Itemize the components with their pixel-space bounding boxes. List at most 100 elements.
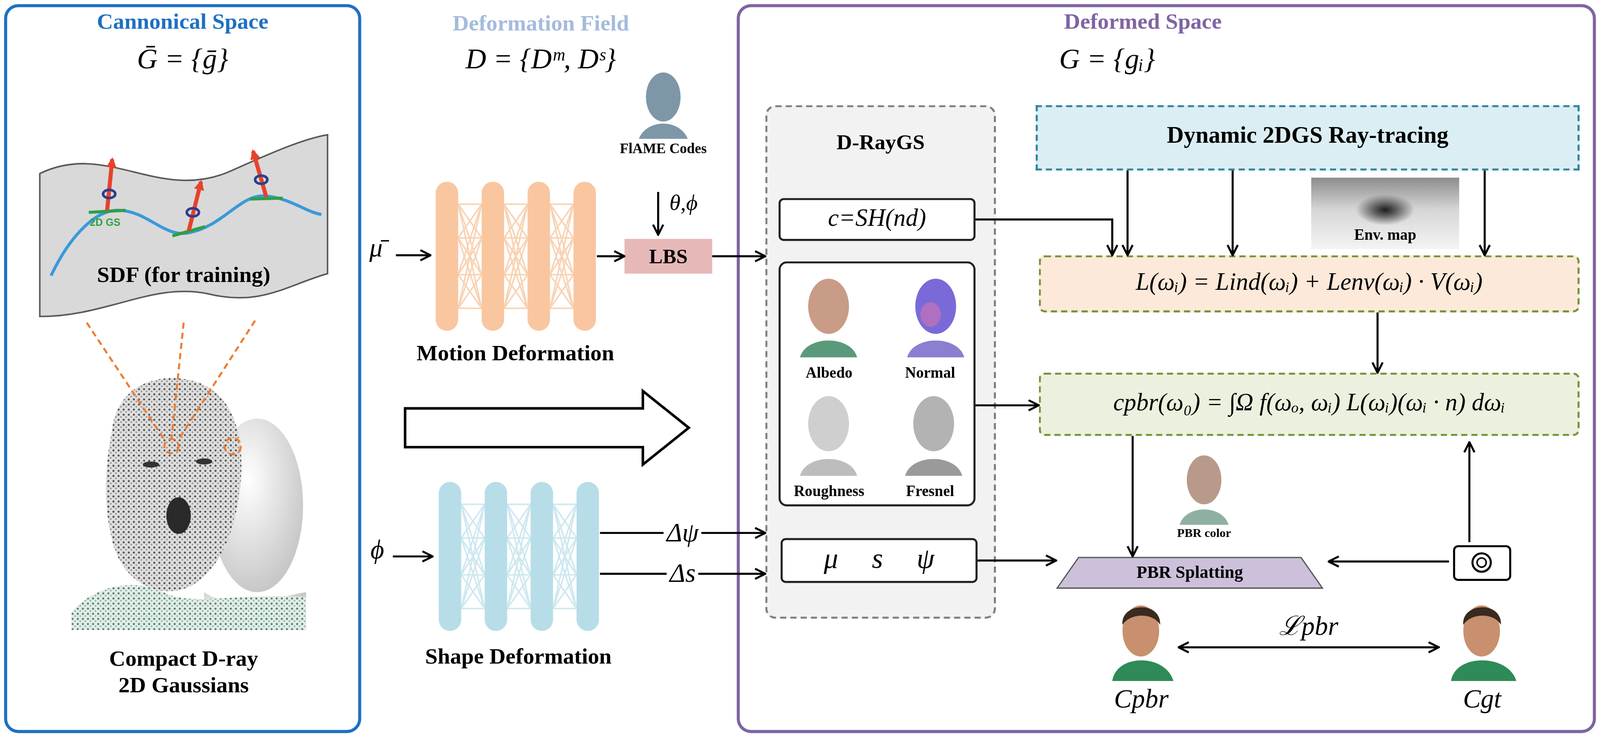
input-arrows-part (1468, 441, 1471, 542)
rendered-faces-part (1463, 606, 1501, 625)
mlp-block-part (436, 481, 600, 631)
sdf-sheet-part-part (188, 181, 201, 231)
mlp-block-part-part (576, 481, 600, 631)
mlp-block-part-part (461, 574, 485, 608)
input-arrows-part (1328, 560, 1450, 563)
mlp-block-part-part (457, 307, 482, 310)
lbs-box: LBS (624, 238, 713, 274)
rendered-faces-part (1122, 606, 1161, 625)
point-cloud-head-part (106, 377, 242, 592)
flow-arrow (597, 255, 625, 258)
mlp-block-part-part (573, 181, 597, 331)
material-thumbnails-part (808, 278, 849, 335)
mlp-block-part-part (527, 181, 551, 331)
mannequin-head-part (203, 591, 307, 630)
input-arrows (392, 191, 1470, 562)
node-text: cpbr(ω₀) = ∫Ω f(ωₒ, ωᵢ) L(ωᵢ)(ωᵢ · n) dω… (1038, 372, 1580, 432)
rendered-faces-part (1463, 604, 1500, 656)
annotation-label: ϕ (370, 534, 401, 565)
camera-icon-part (1472, 553, 1491, 572)
flame-head-part (645, 72, 681, 122)
flow-arrow (712, 255, 766, 258)
mannequin-head-part (211, 418, 304, 592)
node-text: c=SH(nd) (778, 197, 976, 237)
mlp-block-part-part (504, 203, 528, 275)
annotation-label: θ,ϕ (669, 189, 731, 217)
rendered-faces-part (1122, 604, 1160, 656)
node-text: Cgt (1430, 683, 1534, 715)
sdf-sheet-part-part (186, 208, 199, 217)
sdf-sheet-part-part (106, 159, 113, 211)
material-thumbnails-part (799, 458, 857, 476)
equation-box: cpbr(ω₀) = ∫Ω f(ωₒ, ωᵢ) L(ωᵢ)(ωᵢ · n) dω… (1038, 372, 1580, 436)
mlp-block-part-part (435, 181, 459, 331)
mannequin-head (203, 418, 307, 630)
node-text: PBR Splatting (1055, 556, 1324, 589)
node-text: Compact D-ray 2D Gaussians (97, 644, 270, 699)
material-thumbnails-part (915, 278, 957, 335)
point-cloud-head-part (195, 457, 213, 465)
equation-box: L(ωᵢ) = Lind(ωᵢ) + Lenv(ωᵢ) · V(ωᵢ) (1038, 255, 1580, 313)
mlp-block-part-part (550, 203, 574, 308)
mlp-block-part-part (550, 237, 574, 309)
pbr-color-head-part (1186, 454, 1222, 505)
mlp-block-part-part (504, 274, 528, 308)
point-cloud-head-part (71, 584, 307, 630)
projection-lines (86, 320, 255, 455)
input-arrows-part (392, 554, 433, 558)
mlp-block-part-part (553, 503, 577, 505)
flame-head (638, 72, 689, 140)
splat-trapezoid: PBR Splatting (1055, 556, 1324, 589)
mlp-block: Motion Deformation (433, 181, 597, 331)
feature-box: c=SH(nd) (778, 197, 976, 241)
node-text: G = {gᵢ} (1020, 43, 1194, 76)
flow-arrow (977, 559, 1057, 562)
mlp-block-part-part (553, 537, 577, 609)
mlp-block-part-part (553, 574, 577, 608)
pbr-color-head (1179, 454, 1229, 525)
mlp-block-part-part (530, 481, 554, 631)
mlp-block-part-part (550, 274, 574, 308)
mlp-block-part-part (461, 504, 485, 608)
mlp-block-part-part (507, 537, 531, 609)
node-text: Shape Deformation (362, 642, 675, 670)
material-thumbnails-part (920, 302, 941, 327)
edge-label: Δs (666, 557, 699, 589)
mlp-block-part (433, 181, 597, 331)
camera-icon-part (1476, 557, 1487, 567)
mlp-block-part-part (457, 237, 482, 309)
annotation-label: μ̄ (369, 232, 400, 264)
node-text: Cpbr (1083, 683, 1200, 715)
node-text: Ḡ = {ḡ} (3, 43, 361, 76)
mlp-block-part-part (457, 203, 482, 275)
flow-arrow (1376, 312, 1379, 373)
mlp-block-part-part (507, 504, 531, 608)
sdf-sheet-part-part (255, 175, 268, 184)
mlp-block-part-part (550, 203, 574, 308)
mlp-block-part-part (461, 504, 485, 575)
mlp-block-part-part (507, 574, 531, 608)
mlp-block-part-part (504, 237, 528, 309)
render-image: Cpbr (1104, 597, 1179, 681)
mlp-block-part-part (504, 203, 528, 275)
mlp-block-part-part (457, 203, 482, 275)
mlp-block-part-part (457, 274, 482, 308)
flow-arrow (1483, 170, 1487, 256)
mlp-block-part-part (504, 307, 528, 310)
mlp-block-part-part (553, 504, 577, 608)
projection-lines-part (177, 320, 255, 441)
flow-arrow (1178, 645, 1439, 649)
node-text: μ s ψ (780, 537, 978, 579)
pbr-color-head-part (1179, 509, 1229, 525)
rendered-faces (1112, 604, 1517, 681)
sdf-sheet-part-part (250, 197, 283, 199)
material-thumbnails-part (905, 458, 963, 476)
node-text: Cannonical Space (3, 8, 361, 35)
mlp-block-part-part (553, 537, 577, 609)
sdf-sheet: 2D GSSDF (for training) (35, 130, 332, 320)
module-box: Dynamic 2DGS Ray-tracing (1035, 105, 1580, 171)
sdf-sheet-part-part (40, 134, 328, 317)
